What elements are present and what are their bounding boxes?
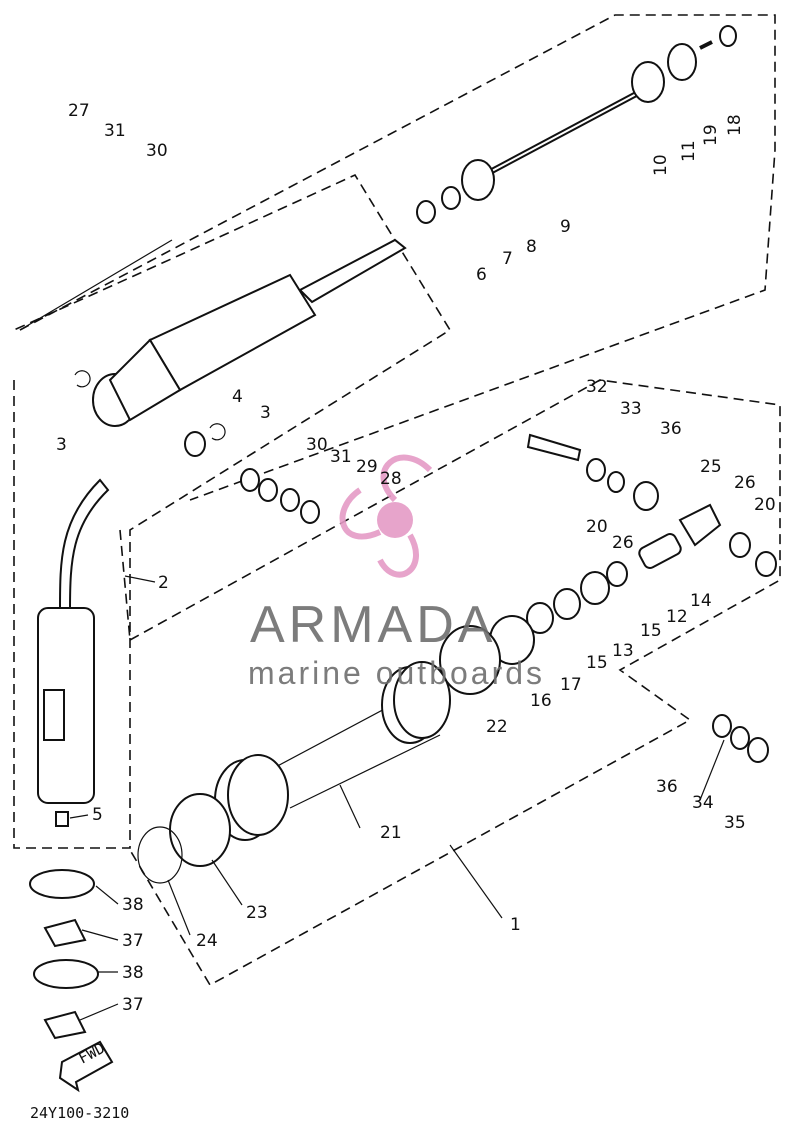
callout: 23 <box>246 903 268 923</box>
bushing-6 <box>416 200 436 224</box>
callout: 37 <box>122 931 144 951</box>
callout: 15 <box>640 621 662 641</box>
outline-spring-area <box>119 529 131 641</box>
callout: 26 <box>612 533 634 553</box>
outline-shock-top <box>13 173 452 849</box>
callout: 19 <box>701 124 721 146</box>
callout: 18 <box>725 114 745 136</box>
callout: 38 <box>122 963 144 983</box>
spring-seat-23 <box>169 793 231 867</box>
hose-clamps <box>29 869 99 1040</box>
callout: 11 <box>679 140 699 162</box>
drawing-code: 24Y100-3210 <box>30 1104 129 1122</box>
callout: 8 <box>526 237 537 257</box>
callout: 32 <box>586 377 608 397</box>
callout: 10 <box>651 154 671 176</box>
assembly-outlines <box>13 14 781 987</box>
callout: 22 <box>486 717 508 737</box>
callout: 2 <box>158 573 169 593</box>
callout: 34 <box>692 793 714 813</box>
callout: 15 <box>586 653 608 673</box>
reservoir-label <box>43 689 65 741</box>
callout: 33 <box>620 399 642 419</box>
callout: 16 <box>530 691 552 711</box>
seal-8 <box>461 159 495 201</box>
callout: 20 <box>754 495 776 515</box>
callout: 24 <box>196 931 218 951</box>
callout: 36 <box>660 419 682 439</box>
callout: 7 <box>502 249 513 269</box>
callout: 1 <box>510 915 521 935</box>
callout: 37 <box>122 995 144 1015</box>
shock-cylinder-upper <box>74 238 407 457</box>
callout: 3 <box>56 435 67 455</box>
watermark-tagline: marine outboards <box>248 655 545 691</box>
nut-18 <box>719 25 737 47</box>
spring-assembly <box>137 661 451 884</box>
bushing-4 <box>184 431 206 457</box>
callout: 30 <box>146 141 168 161</box>
fwd-arrow: FWD <box>58 1039 114 1093</box>
callout: 9 <box>560 217 571 237</box>
callout: 4 <box>232 387 243 407</box>
callout: 35 <box>724 813 746 833</box>
callout: 25 <box>700 457 722 477</box>
callout: 31 <box>330 447 352 467</box>
callout: 20 <box>586 517 608 537</box>
lower-hardware <box>712 714 769 763</box>
mount-washers <box>240 433 625 524</box>
callout: 38 <box>122 895 144 915</box>
upper-rod-assembly <box>19 25 737 331</box>
callout: 17 <box>560 675 582 695</box>
reservoir-assembly <box>37 478 110 827</box>
watermark-brand: ARMADA <box>250 596 496 654</box>
callout: 31 <box>104 121 126 141</box>
outline-upper-rod <box>19 14 776 501</box>
callout: 14 <box>690 591 712 611</box>
callout: 28 <box>380 469 402 489</box>
callout: 21 <box>380 823 402 843</box>
adjuster-assembly <box>439 481 777 695</box>
rod-end-10 <box>631 61 665 103</box>
washer-11 <box>667 43 697 81</box>
callout: 27 <box>68 101 90 121</box>
leader-lines <box>69 575 725 1021</box>
outline-main-tube <box>129 379 781 987</box>
callout: 36 <box>656 777 678 797</box>
callout: 30 <box>306 435 328 455</box>
callout: 6 <box>476 265 487 285</box>
armada-watermark: ARMADA marine outboards <box>248 454 545 691</box>
callout: 12 <box>666 607 688 627</box>
washer-7 <box>441 186 461 210</box>
callout: 29 <box>356 457 378 477</box>
callout: 26 <box>734 473 756 493</box>
callout: 5 <box>92 805 103 825</box>
callout: 3 <box>260 403 271 423</box>
callout-numbers: 1 2 3 3 4 5 6 7 8 9 10 11 12 13 14 15 15… <box>56 101 776 1015</box>
callout: 13 <box>612 641 634 661</box>
